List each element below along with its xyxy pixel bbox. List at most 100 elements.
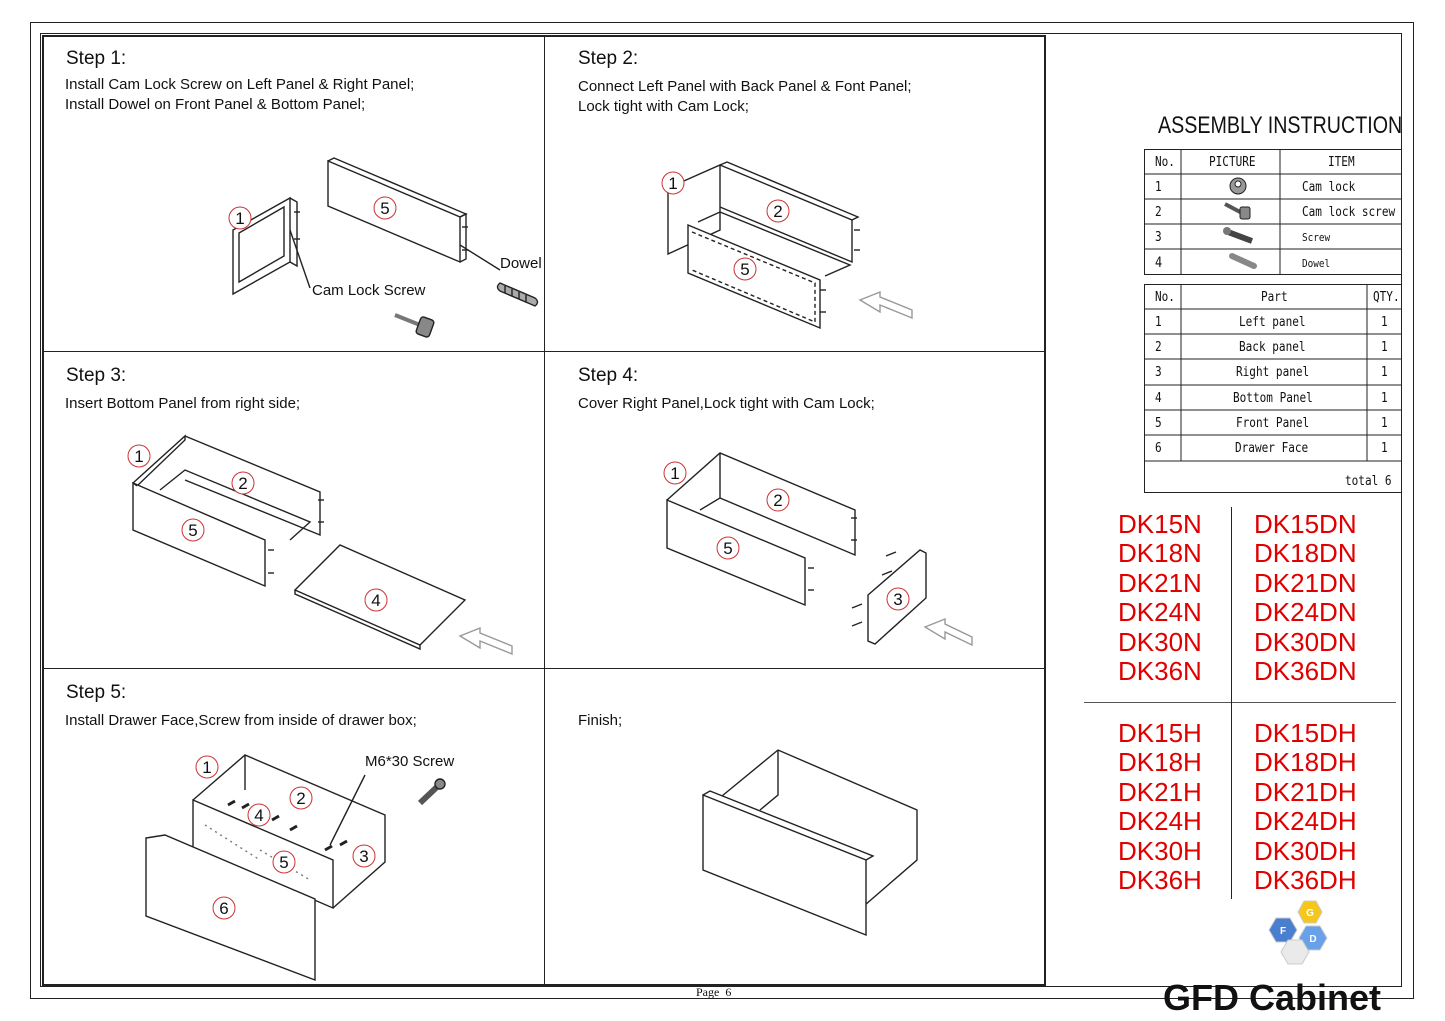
parts-header-no: No.: [1155, 289, 1175, 305]
model-code: DK36H: [1118, 864, 1202, 895]
marker-label: 5: [723, 539, 732, 558]
parts-row5-part: Front Panel: [1236, 415, 1310, 431]
parts-table: [1144, 284, 1402, 493]
marker-label: 1: [235, 209, 244, 228]
parts-row5-no: 5: [1155, 415, 1162, 431]
dowel-icon: [1229, 253, 1257, 269]
marker-label: 1: [670, 464, 679, 483]
models-n-col2: DK15DN DK18DN DK21DN DK24DN DK30DN DK36D…: [1254, 509, 1357, 686]
marker-1-step4: 1: [663, 461, 687, 485]
marker-5-step2: 5: [733, 257, 757, 281]
cam-lock-icon: [1229, 177, 1247, 195]
marker-3-step5: 3: [352, 844, 376, 868]
marker-4-step3: 4: [364, 588, 388, 612]
finish-line1: Finish;: [578, 712, 623, 729]
marker-2-step2: 2: [766, 199, 790, 223]
step2-line1: Connect Left Panel with Back Panel & Fon…: [578, 78, 912, 95]
model-code: DK24H: [1118, 806, 1202, 837]
hw-row3-no: 3: [1155, 229, 1162, 245]
marker-2-step3: 2: [231, 471, 255, 495]
model-code: DK15H: [1118, 718, 1202, 748]
step4-line1: Cover Right Panel,Lock tight with Cam Lo…: [578, 395, 875, 412]
parts-row1-no: 1: [1155, 314, 1162, 330]
parts-row3-part: Right panel: [1236, 364, 1310, 380]
parts-row4-qty: 1: [1381, 390, 1388, 406]
brand-name: GFD Cabinet: [1163, 977, 1382, 1018]
marker-label: 2: [296, 789, 305, 808]
step5-desc: Install Drawer Face,Screw from inside of…: [65, 711, 417, 731]
hardware-table: [1144, 149, 1402, 275]
marker-label: 5: [279, 853, 288, 872]
hw-row2-item: Cam lock screw: [1302, 204, 1396, 220]
inner-border: [40, 33, 1402, 987]
marker-label: 2: [238, 474, 247, 493]
marker-5-step4: 5: [716, 536, 740, 560]
step3-desc: Insert Bottom Panel from right side;: [65, 394, 300, 414]
model-code: DK18DN: [1254, 538, 1357, 569]
cam-lock-screw-callout: Cam Lock Screw: [312, 282, 426, 299]
models-divider-v: [1231, 507, 1232, 899]
step2-desc: Connect Left Panel with Back Panel & Fon…: [578, 77, 912, 117]
outer-border: [30, 22, 1414, 999]
finish-drawing: [702, 749, 918, 937]
parts-row3-no: 3: [1155, 364, 1162, 380]
marker-label: 6: [219, 899, 228, 918]
grid-vertical-line: [544, 35, 545, 986]
model-code: DK18DH: [1254, 747, 1357, 778]
gfd-logo: G F D: [1268, 900, 1328, 965]
model-code: DK24DN: [1254, 597, 1357, 628]
marker-5-step3: 5: [181, 518, 205, 542]
page-number: Page 6: [696, 985, 732, 999]
models-divider-h: [1084, 702, 1396, 703]
hw-row1-no: 1: [1155, 179, 1162, 195]
step3-title: Step 3:: [66, 365, 127, 386]
marker-2-step4: 2: [766, 488, 790, 512]
cam-lock-screw-icon: [1224, 202, 1251, 220]
parts-row3-qty: 1: [1381, 364, 1388, 380]
marker-4-step5: 4: [247, 803, 271, 827]
marker-5-step1: 5: [373, 196, 397, 220]
screw-icon: [417, 778, 446, 806]
model-code: DK21DN: [1254, 567, 1357, 598]
model-code: DK15DN: [1254, 509, 1357, 539]
parts-row1-qty: 1: [1381, 314, 1388, 330]
hw-row3-item: Screw: [1302, 230, 1331, 244]
models-h-col2: DK15DH DK18DH DK21DH DK24DH DK30DH DK36D…: [1254, 718, 1357, 895]
marker-5-step5: 5: [272, 850, 296, 874]
hw-row1-item: Cam lock: [1302, 179, 1356, 195]
step4-title: Step 4:: [578, 365, 639, 386]
marker-label: 2: [773, 491, 782, 510]
step2-title: Step 2:: [578, 48, 639, 69]
marker-1-step3: 1: [127, 444, 151, 468]
parts-total: total 6: [1345, 473, 1392, 489]
marker-label: 2: [773, 202, 782, 221]
model-code: DK30N: [1118, 626, 1202, 657]
hw-row4-no: 4: [1155, 255, 1163, 271]
marker-label: 1: [668, 174, 677, 193]
parts-row6-part: Drawer Face: [1235, 440, 1309, 456]
marker-1-step5: 1: [195, 755, 219, 779]
hw-row4-item: Dowel: [1302, 256, 1331, 270]
model-code: DK21DH: [1254, 776, 1357, 807]
cam-lock-screw-icon: [394, 313, 435, 338]
marker-label: 1: [134, 447, 143, 466]
step1-line2: Install Dowel on Front Panel & Bottom Pa…: [65, 96, 366, 113]
grid-h-line-1: [42, 351, 1046, 352]
parts-header-part: Part: [1261, 289, 1288, 305]
model-code: DK15DH: [1254, 718, 1357, 748]
parts-row2-no: 2: [1155, 339, 1162, 355]
step5-title: Step 5:: [66, 682, 127, 703]
logo-letter: D: [1309, 934, 1316, 945]
screw-icon: [1223, 227, 1254, 244]
step5-guide-lines: [204, 824, 311, 881]
model-code: DK24DH: [1254, 806, 1357, 837]
model-code: DK36DH: [1254, 864, 1357, 895]
parts-row4-no: 4: [1155, 390, 1162, 406]
marker-1-step1: 1: [228, 206, 252, 230]
parts-row6-no: 6: [1155, 440, 1162, 456]
parts-header-qty: QTY.: [1373, 289, 1400, 305]
step1-line1: Install Cam Lock Screw on Left Panel & R…: [65, 76, 415, 93]
